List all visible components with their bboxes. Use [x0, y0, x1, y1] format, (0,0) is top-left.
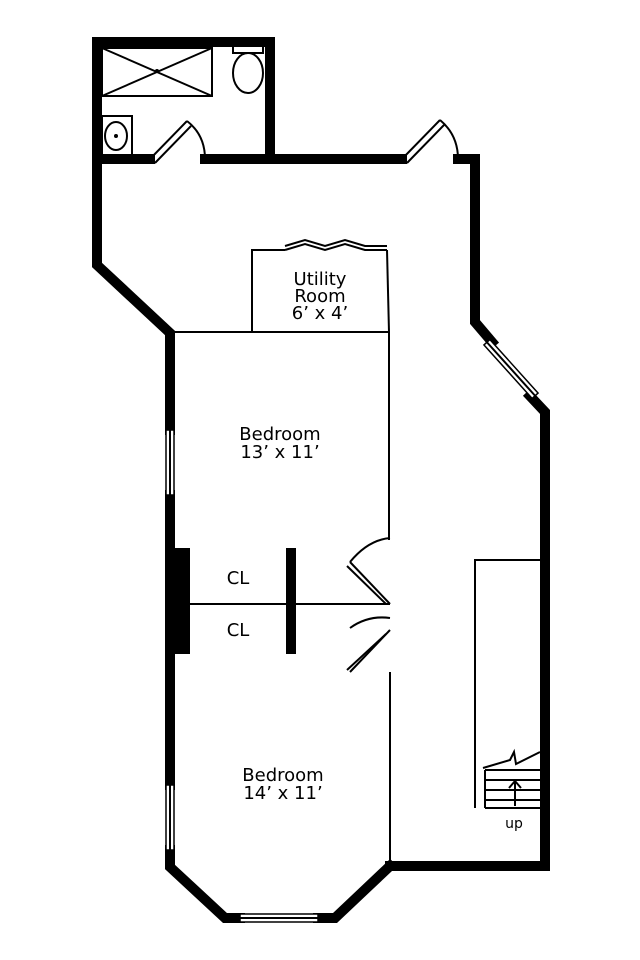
- room-labels: Utility Room 6’ x 4’ Bedroom 13’ x 11’ C…: [227, 269, 523, 832]
- interior-walls: [170, 249, 391, 866]
- stair-enclosure: [474, 559, 540, 808]
- bedroom-lower-door: [346, 616, 391, 673]
- utility-room-label: Utility: [294, 269, 347, 290]
- exterior-walls: [92, 37, 550, 923]
- sink-basin-icon: [104, 121, 128, 151]
- west-wall: [92, 154, 175, 435]
- windows: [165, 338, 540, 923]
- closet-wall-west: [174, 548, 190, 654]
- bathroom-door: [149, 120, 206, 164]
- toilet-tank: [232, 45, 264, 54]
- east-lower-wall: [385, 388, 550, 871]
- stair-break-line: [482, 748, 541, 769]
- bedroom-upper-size: 13’ x 11’: [240, 442, 319, 463]
- utility-room-label: Room: [294, 286, 345, 307]
- shower-drain-icon: [155, 69, 159, 73]
- utility-room-size: 6’ x 4’: [292, 303, 348, 324]
- bedroom-lower-size: 14’ x 11’: [243, 783, 322, 804]
- stairs: [474, 559, 541, 809]
- stairs-up-label: up: [505, 816, 523, 832]
- utility-walls: [251, 249, 285, 332]
- bedroom-upper-door: [346, 537, 391, 605]
- entry-door: [401, 119, 459, 164]
- doors: [149, 119, 459, 673]
- utility-bifold-door: [284, 238, 387, 252]
- stair-up-arrowhead-icon: [508, 779, 522, 789]
- north-bath-wall: [92, 37, 275, 164]
- closet-lower-label: CL: [227, 620, 250, 641]
- toilet-bowl-icon: [232, 52, 264, 94]
- bedroom-lower-label: Bedroom: [242, 765, 323, 786]
- west-lower-wall: [165, 845, 245, 923]
- closet-wall-divider: [286, 548, 296, 654]
- closet-upper-label: CL: [227, 568, 250, 589]
- sink-drain-icon: [114, 134, 118, 138]
- utility-east-wall: [386, 249, 390, 333]
- bedroom-upper-label: Bedroom: [239, 424, 320, 445]
- east-wall: [453, 154, 500, 350]
- bathroom: [101, 45, 264, 157]
- south-wall: [313, 858, 398, 923]
- window-east: [482, 338, 540, 400]
